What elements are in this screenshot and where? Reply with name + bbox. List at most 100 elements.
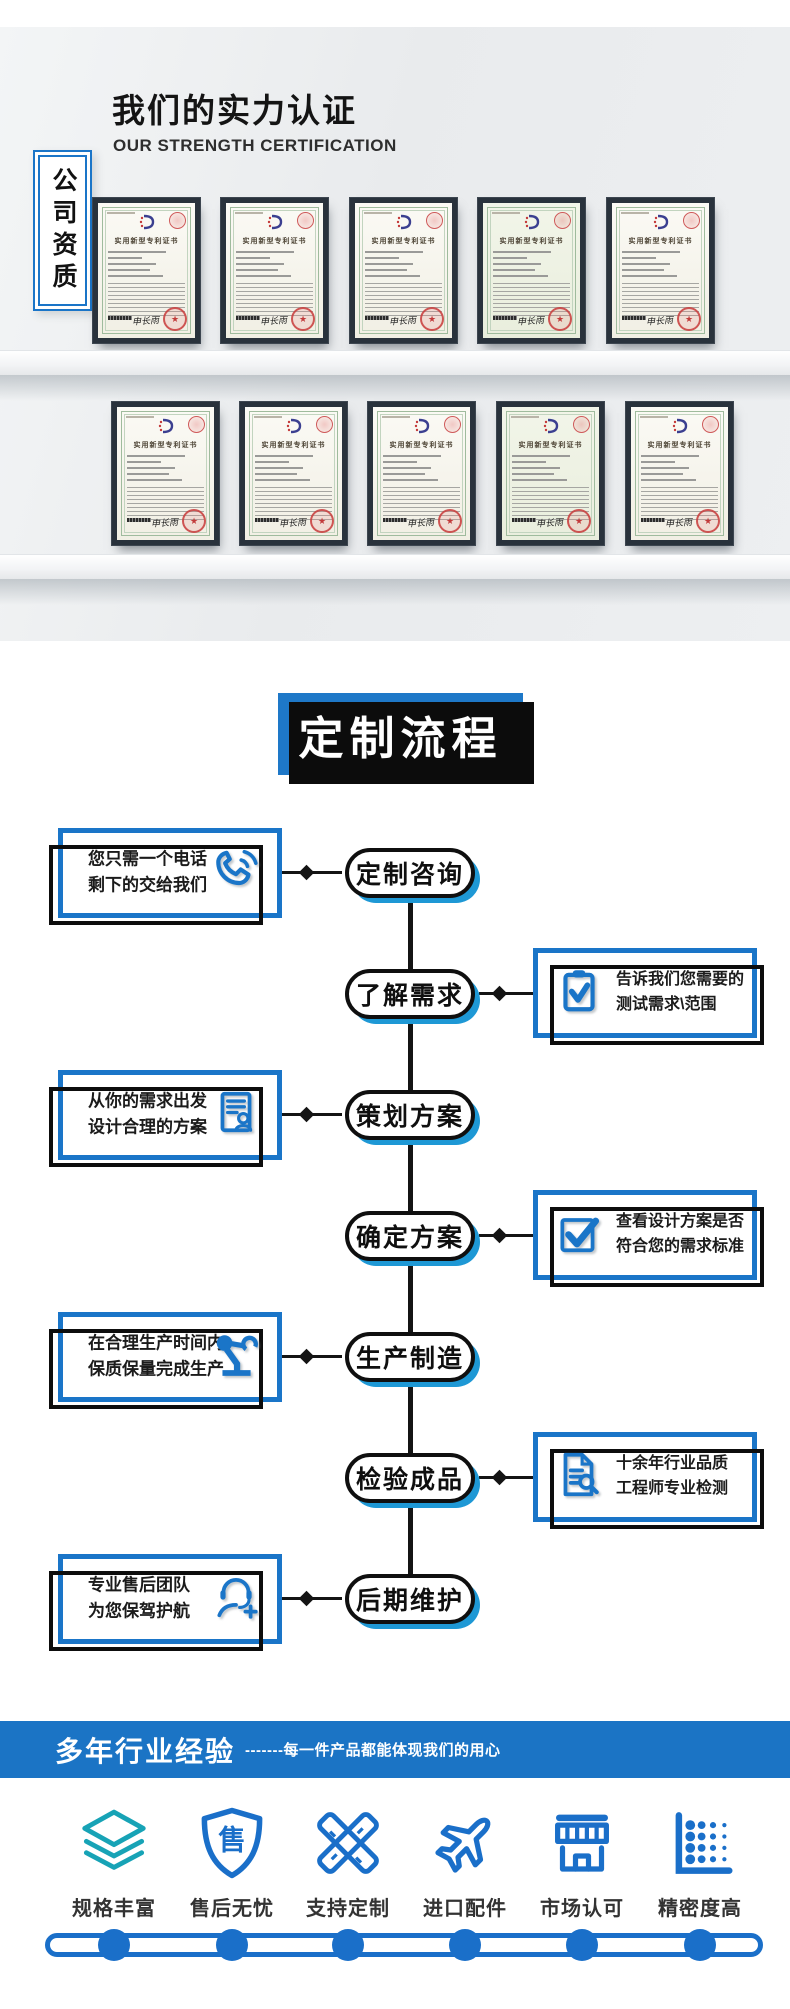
tab-label: 公司资质 — [49, 166, 77, 295]
airplane-icon — [426, 1800, 504, 1886]
certificate-title: 实用新型专利证书 — [133, 442, 198, 449]
company-qualification-tab: 公司资质 — [33, 150, 92, 311]
flow-step-pill: 定制咨询 — [345, 848, 475, 898]
timeline-dot — [566, 1929, 598, 1961]
certificate-number-line — [107, 212, 135, 214]
certificate-border — [359, 207, 448, 334]
red-seal-top-icon — [573, 416, 590, 433]
text-line — [622, 257, 656, 259]
text-line — [622, 275, 677, 277]
cnipa-logo-icon — [138, 214, 156, 235]
flow-step-pill: 策划方案 — [345, 1090, 475, 1140]
certificate-border — [487, 207, 576, 334]
text-line — [365, 275, 420, 277]
certificate-title: 实用新型专利证书 — [628, 238, 693, 245]
flow-callout: 从你的需求出发设计合理的方案 — [49, 1070, 282, 1167]
red-seal-top-icon — [444, 416, 461, 433]
text-line — [493, 251, 551, 253]
red-seal-top-icon — [316, 416, 333, 433]
certificate-title: 实用新型专利证书 — [114, 238, 179, 245]
checkbox-icon — [554, 1208, 604, 1263]
barcode — [365, 316, 389, 320]
callout-text: 在合理生产时间内保质保量完成生产 — [88, 1331, 224, 1384]
barcode — [622, 316, 646, 320]
text-line — [236, 251, 294, 253]
text-line — [255, 455, 313, 457]
certificate-title: 实用新型专利证书 — [647, 442, 712, 449]
barcode — [641, 518, 665, 522]
patent-certificate: 实用新型专利证书申长雨★ — [607, 198, 714, 343]
certificate-title: 实用新型专利证书 — [261, 442, 326, 449]
signature: 申长雨 — [516, 315, 545, 327]
callout-text: 告诉我们您需要的测试需求\范围 — [616, 968, 744, 1018]
signature: 申长雨 — [664, 517, 693, 529]
text-line — [127, 473, 169, 475]
robot-arm-icon — [211, 1330, 261, 1385]
cnipa-logo-icon — [157, 418, 175, 439]
text-line — [493, 269, 535, 271]
certificate-border — [121, 411, 210, 536]
callout-line: 您只需一个电话 — [88, 849, 207, 869]
patent-certificate: 实用新型专利证书申长雨★ — [112, 402, 219, 545]
certificate-border — [635, 411, 724, 536]
flow-callout: 专业售后团队为您保驾护航 — [49, 1554, 282, 1651]
certificate-border — [506, 411, 595, 536]
text-line — [641, 467, 689, 469]
clipboard-check-icon — [554, 966, 604, 1021]
patent-certificate: 实用新型专利证书申长雨★ — [240, 402, 347, 545]
feature-label: 支持定制 — [306, 1898, 390, 1920]
callout-line: 测试需求\范围 — [616, 996, 717, 1013]
certificate-number-line — [511, 416, 539, 418]
text-line — [365, 269, 407, 271]
signature: 申长雨 — [535, 517, 564, 529]
certificate-number-line — [640, 416, 668, 418]
text-line — [255, 461, 289, 463]
flow-callout: 您只需一个电话剩下的交给我们 — [49, 828, 282, 925]
callout-text: 十余年行业品质工程师专业检测 — [616, 1452, 728, 1502]
feature-item: 规格丰富 — [54, 1800, 174, 1921]
feature-item: 支持定制 — [288, 1800, 408, 1921]
cnipa-logo-icon — [285, 418, 303, 439]
headset-plus-icon — [211, 1572, 261, 1627]
callout-line: 为您保驾护航 — [88, 1602, 190, 1621]
flow-step-label: 后期维护 — [355, 1587, 464, 1615]
callout-line: 保质保量完成生产 — [88, 1360, 224, 1379]
feature-label: 售后无忧 — [190, 1898, 274, 1920]
timeline-dot — [216, 1929, 248, 1961]
red-seal-top-icon — [426, 212, 443, 229]
barcode — [127, 518, 151, 522]
certificate-title: 实用新型专利证书 — [371, 238, 436, 245]
signature: 申长雨 — [388, 315, 417, 327]
red-seal-top-icon — [683, 212, 700, 229]
signature: 申长雨 — [259, 315, 288, 327]
text-line — [493, 257, 527, 259]
text-line — [108, 269, 150, 271]
cnipa-logo-icon — [652, 214, 670, 235]
text-line — [383, 473, 425, 475]
red-seal-bottom-icon: ★ — [438, 509, 462, 533]
feature-item: 进口配件 — [405, 1800, 525, 1921]
barcode — [512, 518, 536, 522]
certificate-title: 实用新型专利证书 — [242, 238, 307, 245]
red-seal-top-icon — [702, 416, 719, 433]
certificate-title: 实用新型专利证书 — [499, 238, 564, 245]
text-line — [383, 461, 417, 463]
certificate-number-line — [235, 212, 263, 214]
feature-item: 精密度高 — [640, 1800, 760, 1921]
barcode — [493, 316, 517, 320]
connector-diamond-icon — [298, 1106, 315, 1123]
flow-title: 定制流程 — [298, 712, 503, 764]
flow-callout: 在合理生产时间内保质保量完成生产 — [49, 1312, 282, 1409]
callout-line: 专业售后团队 — [88, 1575, 190, 1595]
certificate-number-line — [254, 416, 282, 418]
experience-title: 多年行业经验 — [55, 1735, 236, 1767]
text-line — [512, 461, 546, 463]
text-line — [236, 263, 284, 265]
shield-icon: 售 — [193, 1800, 271, 1886]
connector-diamond-icon — [491, 1469, 508, 1486]
flow-step-label: 定制咨询 — [355, 861, 464, 889]
shelf — [0, 554, 790, 605]
feature-label: 进口配件 — [423, 1898, 507, 1920]
flow-step-pill: 了解需求 — [345, 969, 475, 1019]
flow-step-label: 策划方案 — [355, 1103, 464, 1131]
